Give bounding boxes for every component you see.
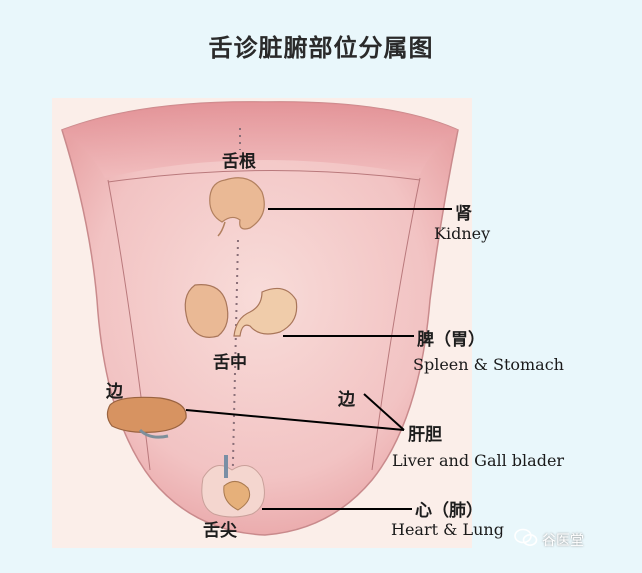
liver-leader-line (185, 409, 405, 431)
label-liver-en: Liver and Gall blader (392, 451, 565, 470)
kidney-shape (209, 177, 265, 230)
edge-right-leader-line (363, 393, 405, 431)
liver-shape (106, 396, 187, 433)
stomach-shape (233, 287, 298, 337)
gallbladder-shape (138, 428, 169, 439)
kidney-vessel (217, 221, 226, 237)
label-spleen-en: Spleen & Stomach (413, 355, 564, 374)
label-tongue-tip: 舌尖 (203, 521, 237, 541)
label-tongue-middle: 舌中 (213, 353, 247, 373)
label-tongue-root: 舌根 (222, 152, 256, 172)
label-heart-zh: 心（肺） (415, 501, 483, 521)
diagram-title: 舌诊脏腑部位分属图 (208, 34, 434, 62)
label-kidney-en: Kidney (434, 224, 491, 243)
label-edge-left: 边 (106, 382, 123, 402)
label-edge-right: 边 (338, 390, 355, 410)
label-heart-en: Heart & Lung (391, 520, 504, 539)
label-spleen-zh: 脾（胃） (417, 330, 485, 350)
wechat-icon (514, 528, 538, 546)
tongue-root-region (62, 101, 458, 178)
watermark-text: 谷医堂 (542, 533, 584, 549)
label-liver-zh: 肝胆 (408, 425, 442, 445)
spleen-shape (184, 284, 229, 338)
label-kidney-zh: 肾 (455, 204, 472, 224)
tongue-zone-line-top (107, 170, 421, 183)
heart-shape (223, 481, 251, 511)
